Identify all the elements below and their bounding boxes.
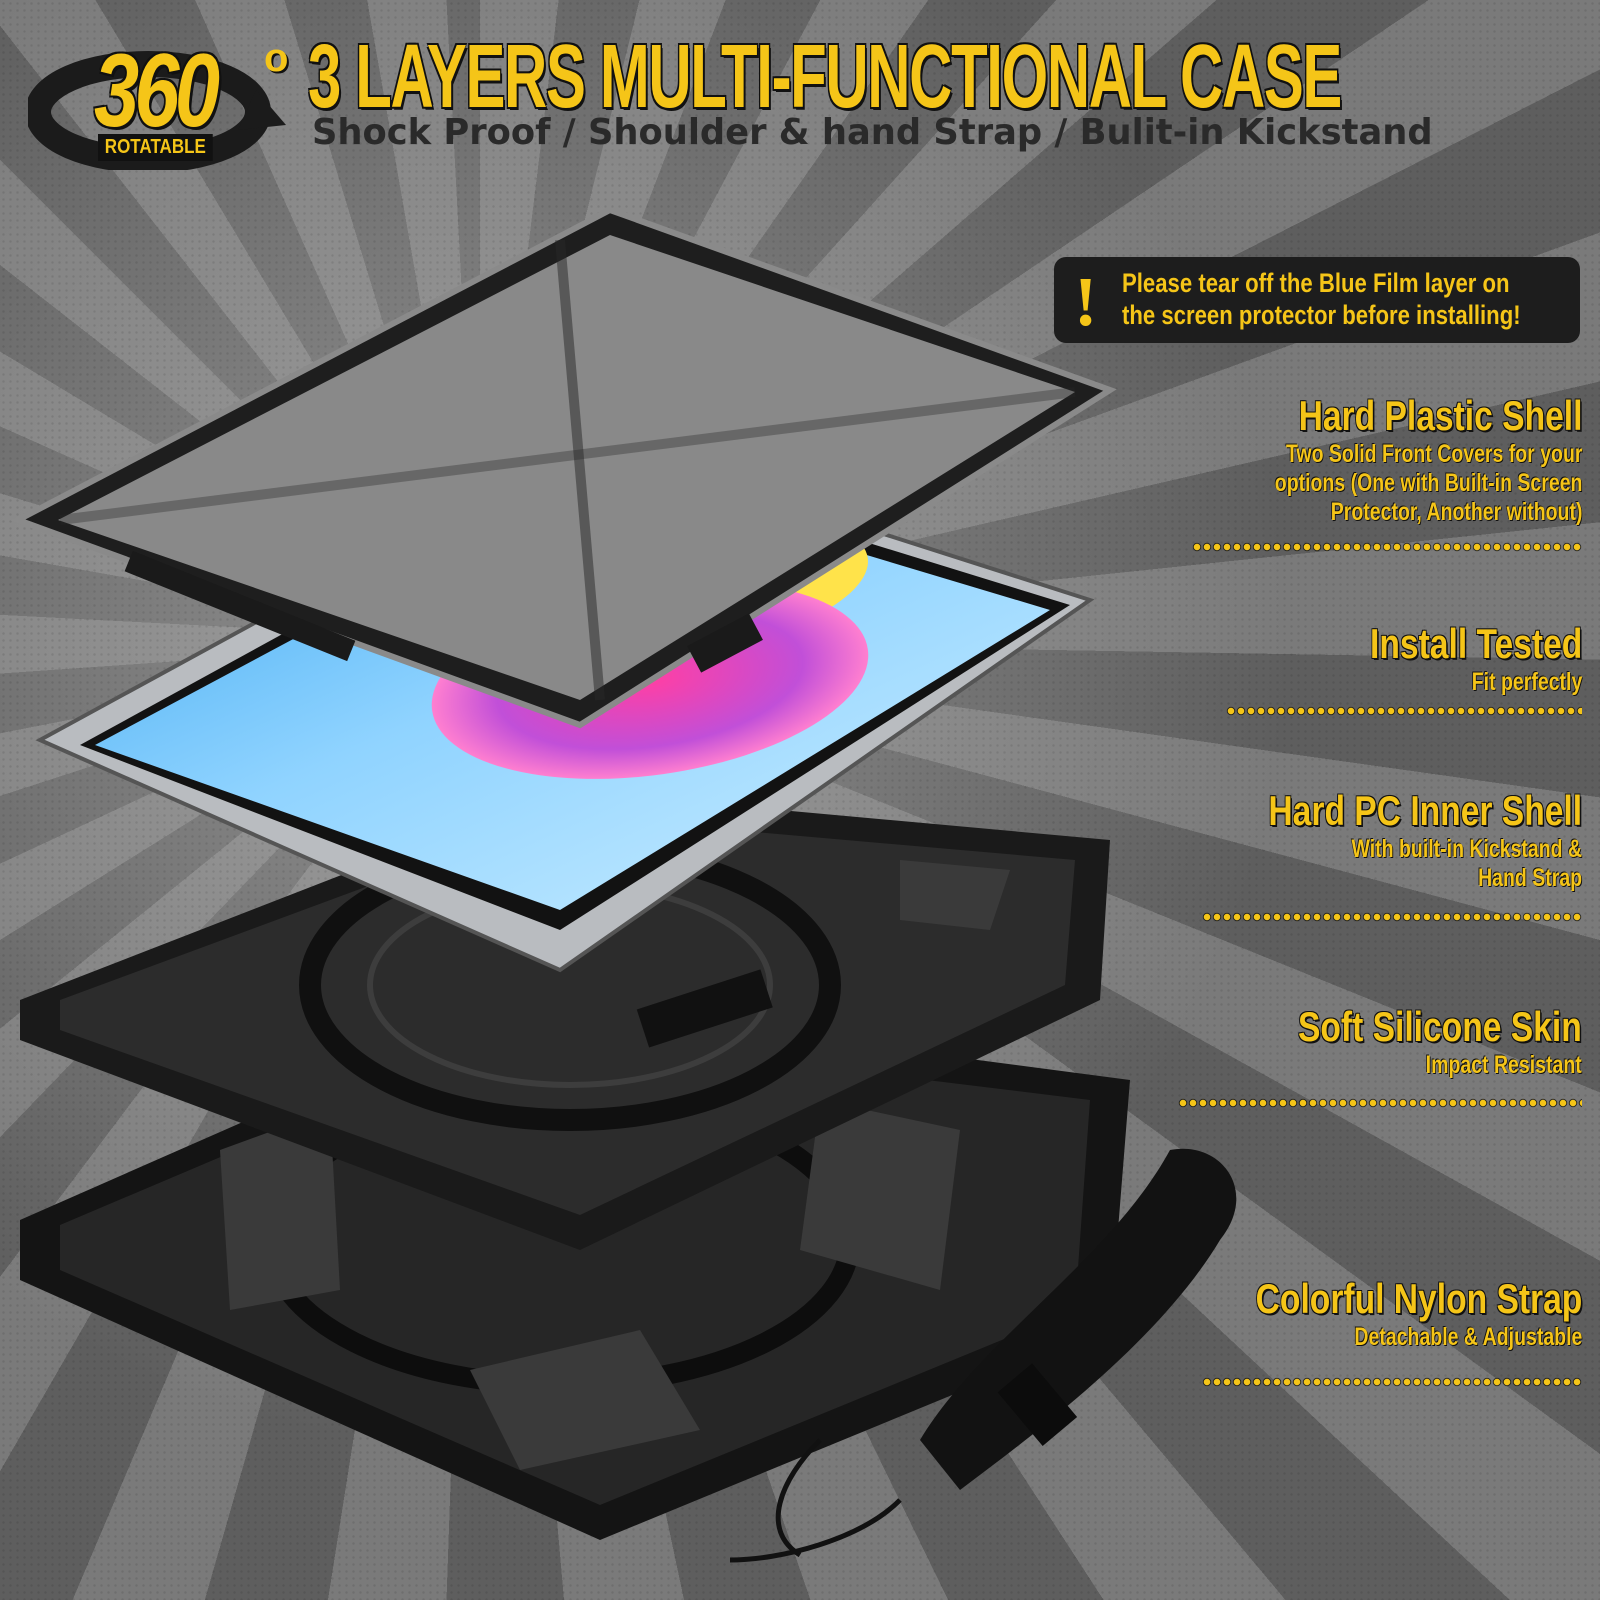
warning-line-1: Please tear off the Blue Film layer on <box>1122 268 1510 298</box>
feature-hard-pc-inner-shell: Hard PC Inner Shell With built-in Kickst… <box>1190 787 1582 893</box>
feature-description: Detachable & Adjustable <box>1354 1323 1582 1351</box>
feature-colorful-nylon-strap: Colorful Nylon Strap Detachable & Adjust… <box>1174 1275 1582 1352</box>
headline: 3 LAYERS MULTI-FUNCTIONAL CASE <box>308 27 1342 127</box>
warning-line-2: the screen protector before installing! <box>1122 300 1521 330</box>
feature-title: Hard Plastic Shell <box>1298 392 1582 439</box>
inner-shell-layer <box>20 790 1110 1250</box>
feature-description: With built-in Kickstand & Hand Strap <box>1351 835 1582 892</box>
dotted-divider <box>1202 1377 1582 1387</box>
dotted-divider <box>1192 542 1582 552</box>
feature-title: Hard PC Inner Shell <box>1268 787 1582 834</box>
front-cover-layer <box>10 206 1117 729</box>
badge-label: ROTATABLE <box>98 134 213 161</box>
feature-description: Impact Resistant <box>1425 1051 1582 1079</box>
feature-title: Soft Silicone Skin <box>1298 1003 1582 1050</box>
feature-hard-plastic-shell: Hard Plastic Shell Two Solid Front Cover… <box>1188 392 1582 527</box>
feature-soft-silicone-skin: Soft Silicone Skin Impact Resistant <box>1227 1003 1582 1080</box>
badge-number: 360 <box>94 33 220 149</box>
dotted-divider <box>1202 912 1582 922</box>
feature-description: Two Solid Front Covers for your options … <box>1274 440 1582 526</box>
feature-description: Fit perfectly <box>1471 668 1582 696</box>
dotted-divider <box>1178 1098 1582 1108</box>
feature-title: Colorful Nylon Strap <box>1255 1275 1582 1322</box>
subheadline: Shock Proof / Shoulder & hand Strap / Bu… <box>312 112 1433 153</box>
install-warning: ! Please tear off the Blue Film layer on… <box>1054 257 1580 343</box>
dotted-divider <box>1226 706 1582 716</box>
feature-install-tested: Install Tested Fit perfectly <box>1317 620 1582 697</box>
exclamation-icon: ! <box>1074 264 1098 341</box>
nylon-strap <box>729 1148 1237 1563</box>
badge-degree: o <box>264 36 289 80</box>
warning-text: Please tear off the Blue Film layer on t… <box>1122 267 1521 331</box>
rotatable-badge: 360 o ROTATABLE <box>28 30 298 170</box>
feature-title: Install Tested <box>1369 620 1582 667</box>
